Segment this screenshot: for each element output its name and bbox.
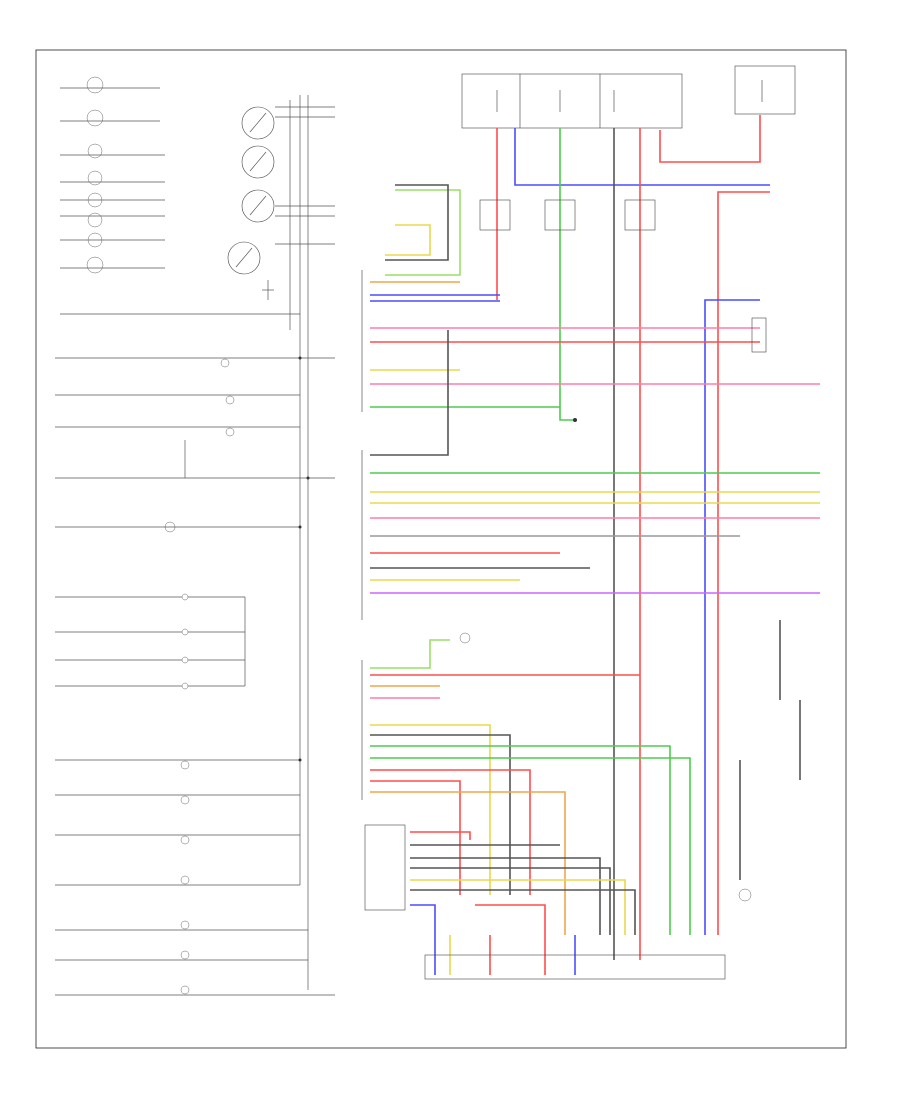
fuse-blocks — [461, 65, 796, 129]
gauges — [227, 106, 335, 300]
lamp-6 — [87, 212, 103, 228]
lamp-3 — [87, 143, 103, 159]
connector-right-1 — [751, 317, 767, 353]
diagram-frame — [35, 49, 847, 1049]
upper-lamps — [60, 76, 300, 315]
components — [298, 199, 767, 980]
lamp-2 — [86, 109, 104, 127]
fuse-box-2 — [734, 65, 796, 115]
relay-1 — [479, 199, 511, 231]
connector-bottom — [424, 954, 726, 980]
fuse-box-1 — [461, 73, 683, 129]
lamp-1 — [86, 76, 104, 94]
relay-2 — [544, 199, 576, 231]
lamp-8 — [86, 256, 104, 274]
bottom-lamp — [738, 888, 752, 902]
indicator-rows — [55, 357, 335, 996]
wires — [370, 115, 820, 975]
relay-3 — [624, 199, 656, 231]
connector-left-bottom — [364, 824, 406, 911]
instrument-cluster-left — [55, 76, 335, 996]
light-switch — [459, 632, 471, 644]
lamp-4 — [87, 170, 103, 186]
